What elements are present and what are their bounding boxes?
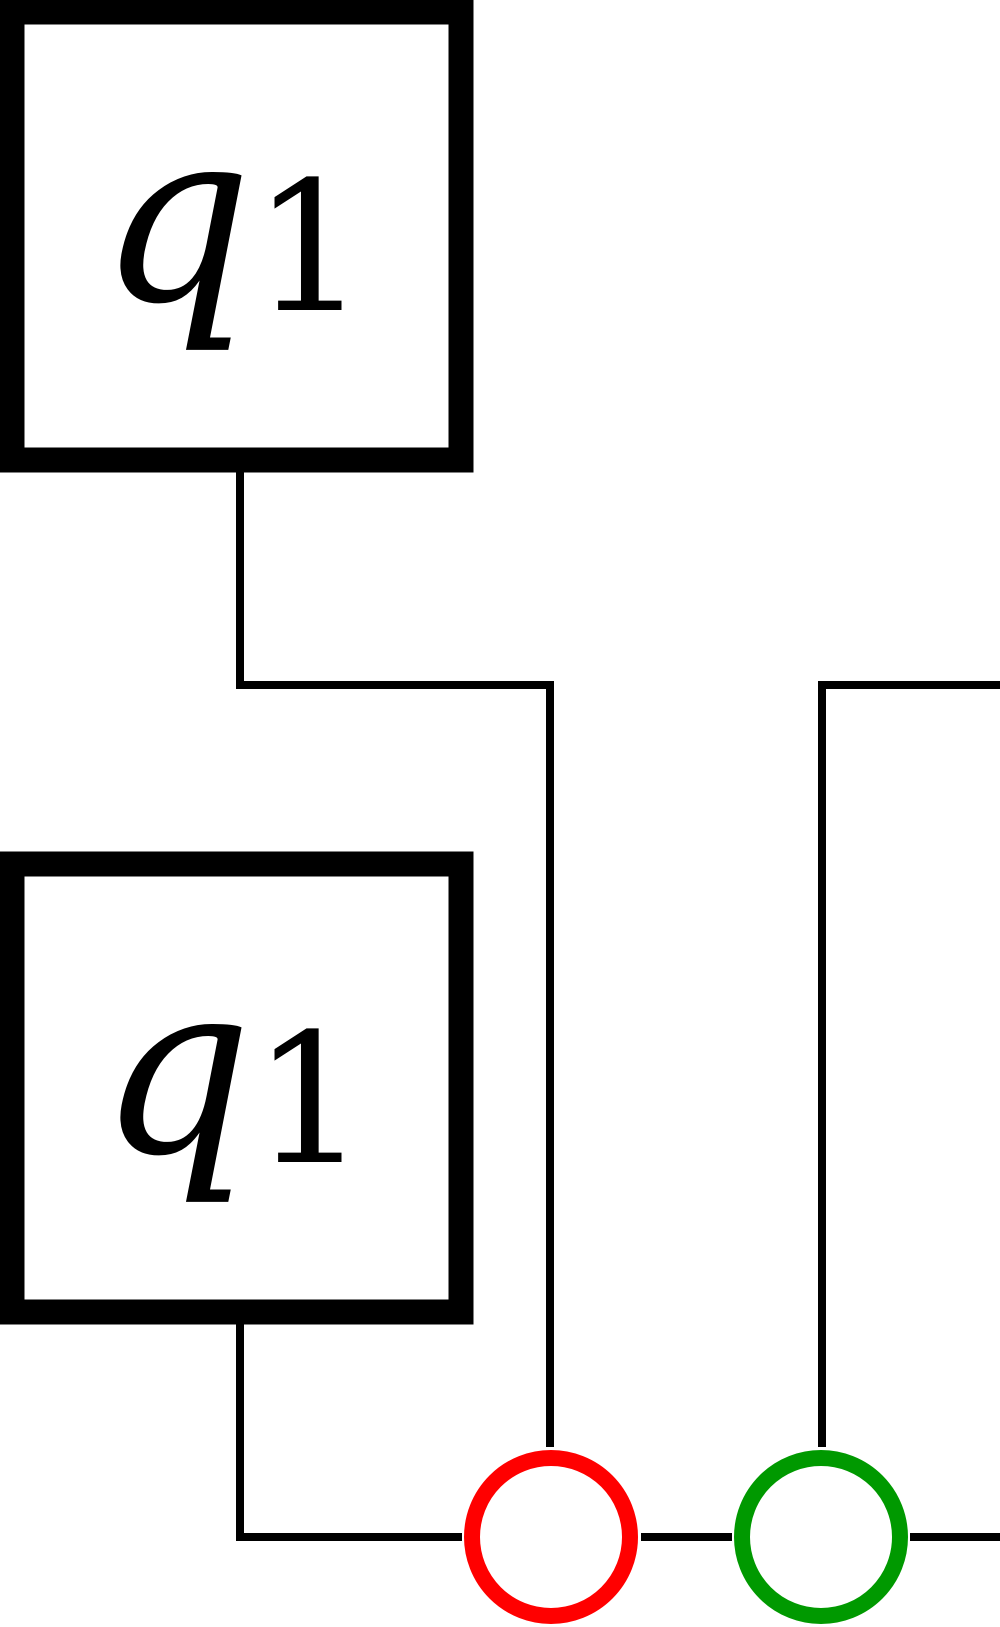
box-1-label: q1 <box>99 77 367 357</box>
wires <box>236 472 1000 1541</box>
box-2-frame <box>0 851 474 1325</box>
box-2-var: q <box>99 929 253 1209</box>
wire-box1-to-red-node <box>236 472 554 1447</box>
wire-box2-to-red-node <box>236 1324 462 1541</box>
wire-green-to-right <box>818 681 1000 1447</box>
box-1-frame <box>0 0 474 473</box>
box-1-var: q <box>99 77 253 357</box>
box-1-sub: 1 <box>253 144 368 353</box>
box-2-label: q1 <box>99 929 367 1209</box>
node-red <box>464 1450 638 1624</box>
box-2: q1 <box>0 851 474 1325</box>
node-green <box>734 1450 908 1624</box>
box-2-sub: 1 <box>253 996 368 1205</box>
box-1: q1 <box>0 0 474 473</box>
